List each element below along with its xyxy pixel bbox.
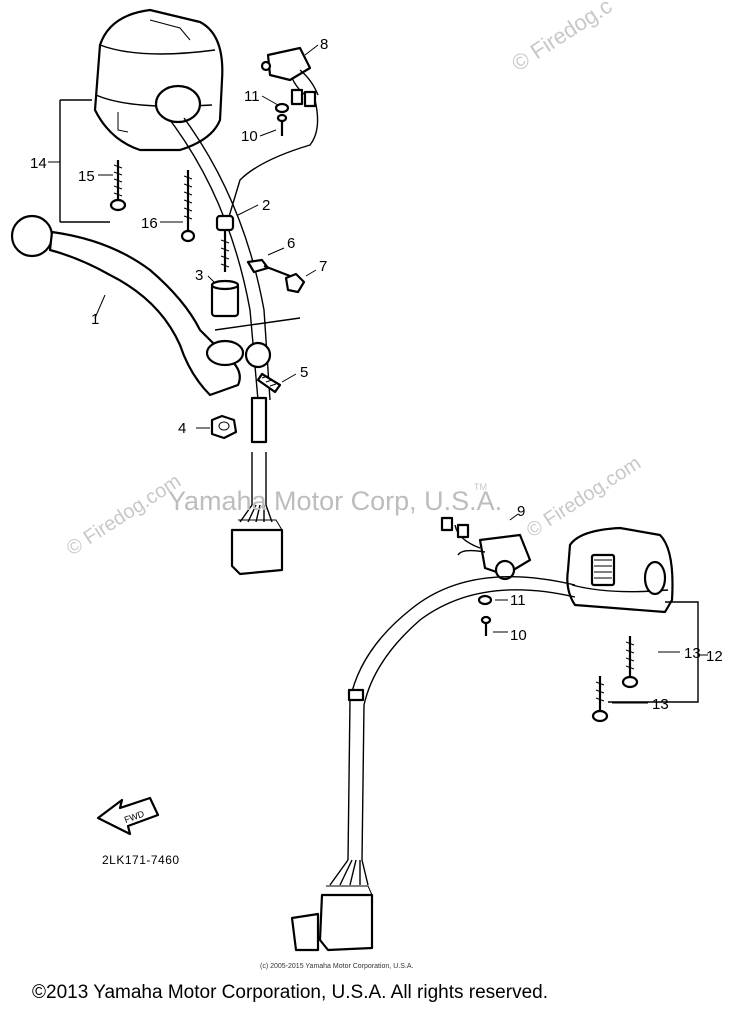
screw-13-a bbox=[621, 636, 639, 689]
watermark-main: Yamaha Motor Corp, U.S.A. bbox=[168, 486, 502, 516]
bolt-2 bbox=[215, 214, 235, 272]
callout-7: 7 bbox=[319, 258, 327, 275]
callout-10-bottom: 10 bbox=[510, 627, 527, 644]
screw-15 bbox=[109, 160, 127, 212]
nut-7 bbox=[284, 272, 306, 294]
callout-11-top: 11 bbox=[244, 88, 260, 105]
screw-16 bbox=[180, 170, 196, 243]
screw-10-bottom bbox=[480, 615, 492, 636]
left-handlebar-switch bbox=[93, 8, 224, 152]
bolt-6 bbox=[246, 258, 291, 278]
callout-15: 15 bbox=[78, 168, 95, 185]
brake-switch-9 bbox=[440, 516, 532, 581]
small-credit: (c) 2005-2015 Yamaha Motor Corporation, … bbox=[260, 963, 413, 970]
collar-3 bbox=[210, 279, 240, 318]
callout-8: 8 bbox=[320, 36, 328, 53]
callout-9: 9 bbox=[517, 503, 525, 520]
spring-5 bbox=[256, 372, 282, 394]
washer-11-bottom bbox=[477, 594, 493, 606]
right-handlebar-switch bbox=[566, 526, 674, 614]
screw-13-b bbox=[591, 676, 609, 723]
callout-4: 4 bbox=[178, 420, 186, 437]
callout-1: 1 bbox=[91, 311, 99, 328]
callout-16: 16 bbox=[141, 215, 158, 232]
callout-13-b: 13 bbox=[652, 696, 669, 713]
right-switch-cable bbox=[347, 576, 576, 861]
callout-6: 6 bbox=[287, 235, 295, 252]
footer-copyright: ©2013 Yamaha Motor Corporation, U.S.A. A… bbox=[32, 982, 548, 1003]
callout-10-top: 10 bbox=[241, 128, 258, 145]
callout-14: 14 bbox=[30, 155, 47, 172]
clutch-switch-8 bbox=[227, 46, 319, 221]
callout-3: 3 bbox=[195, 267, 203, 284]
callout-5: 5 bbox=[300, 364, 308, 381]
left-switch-cable bbox=[169, 119, 259, 401]
callout-2: 2 bbox=[262, 197, 270, 214]
callout-13-a: 13 bbox=[684, 645, 701, 662]
right-connector bbox=[290, 859, 374, 952]
screw-10-top bbox=[276, 113, 288, 136]
left-connector bbox=[230, 504, 284, 576]
watermark-left: © Firedog.com bbox=[63, 470, 185, 560]
watermark-top-right: © Firedog.c bbox=[507, 0, 616, 76]
callout-11-bottom: 11 bbox=[510, 592, 526, 609]
watermark-tm: TM bbox=[474, 482, 487, 492]
callout-12: 12 bbox=[706, 648, 723, 665]
diagram-code: 2LK171-7460 bbox=[102, 853, 180, 867]
clutch-lever-1 bbox=[10, 214, 301, 397]
nut-4 bbox=[210, 414, 238, 440]
fwd-arrow: FWD bbox=[96, 796, 160, 836]
washer-11-top bbox=[274, 102, 290, 114]
